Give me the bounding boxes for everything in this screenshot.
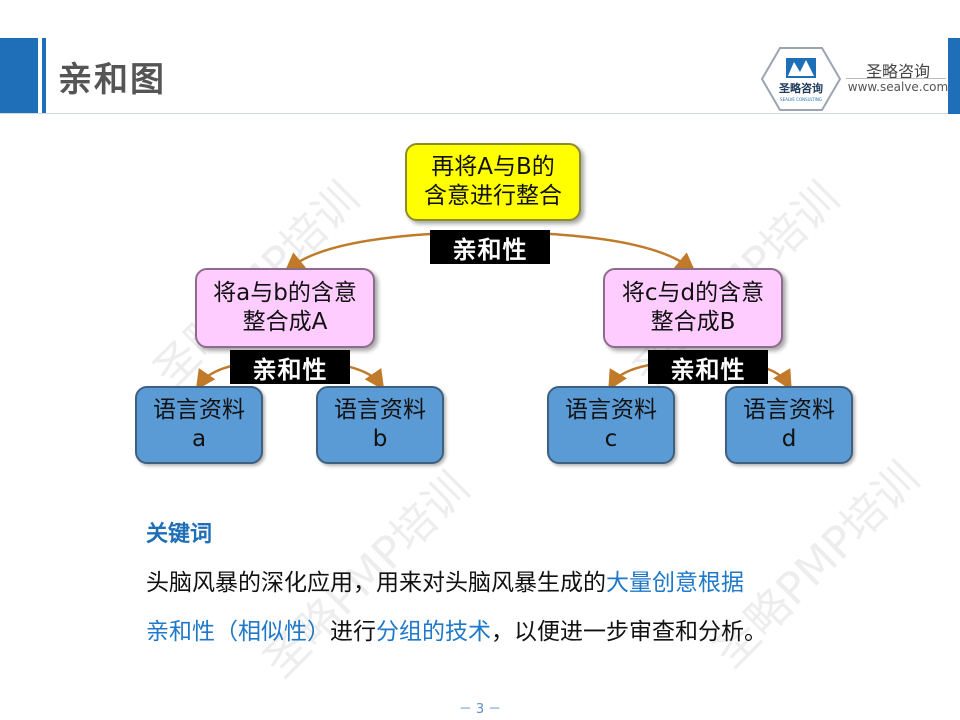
mid-node-a-line2: 整合成A <box>242 309 328 335</box>
mid-node-b-line2: 整合成B <box>650 309 736 335</box>
brand-name: 圣略咨询 <box>865 62 930 81</box>
leaf-node-c-line1: 语言资料 <box>565 397 657 424</box>
page-title: 亲和图 <box>58 60 166 100</box>
leaf-node-d: 语言资料 d <box>725 386 853 464</box>
mid-node-b: 将c与d的含意 整合成B <box>603 268 783 348</box>
header-accent-bar <box>0 38 38 114</box>
keyword-text-highlight: 大量创意根据 <box>606 570 744 596</box>
keyword-text-plain: 进行 <box>330 619 376 645</box>
keyword-text-plain: ，以便进一步审查和分析。 <box>491 619 767 645</box>
leaf-node-b-line1: 语言资料 <box>334 397 426 424</box>
leaf-node-d-line2: d <box>781 426 797 452</box>
header-right-bar <box>948 38 960 114</box>
keyword-text-highlight: 亲和性（相似性） <box>146 619 330 645</box>
leaf-node-a: 语言资料 a <box>135 386 263 464</box>
svg-text:SEALVE CONSULTING: SEALVE CONSULTING <box>780 97 822 102</box>
top-node-line2: 含意进行整合 <box>424 183 562 209</box>
mid-node-b-line1: 将c与d的含意 <box>621 280 765 307</box>
brand-url: www.sealve.com <box>847 80 949 94</box>
leaf-node-a-line1: 语言资料 <box>153 397 245 424</box>
mid-node-a: 将a与b的含意 整合成A <box>195 268 375 348</box>
keyword-text-plain: 头脑风暴的深化应用，用来对头脑风暴生成的 <box>146 570 606 596</box>
svg-text:圣略咨询: 圣略咨询 <box>778 81 823 95</box>
relation-label-top: 亲和性 <box>430 230 550 264</box>
brand-divider <box>846 78 946 79</box>
leaf-node-d-line1: 语言资料 <box>743 397 835 424</box>
relation-label-a: 亲和性 <box>230 350 350 384</box>
keyword-text-line2: 亲和性（相似性）进行分组的技术，以便进一步审查和分析。 <box>146 612 767 646</box>
leaf-node-b-line2: b <box>372 426 388 452</box>
keyword-text-line1: 头脑风暴的深化应用，用来对头脑风暴生成的大量创意根据 <box>146 563 744 597</box>
top-node-line1: 再将A与B的 <box>431 154 555 181</box>
header-divider <box>0 113 960 114</box>
keyword-heading: 关键词 <box>146 522 213 547</box>
top-node: 再将A与B的 含意进行整合 <box>405 143 581 221</box>
mid-node-a-line1: 将a与b的含意 <box>213 280 357 307</box>
company-logo: 圣略咨询 SEALVE CONSULTING <box>760 47 842 111</box>
leaf-node-b: 语言资料 b <box>316 386 444 464</box>
relation-label-b: 亲和性 <box>648 350 768 384</box>
page-number: － 3 － <box>458 702 502 717</box>
leaf-node-a-line2: a <box>191 426 207 452</box>
leaf-node-c-line2: c <box>604 426 618 452</box>
keyword-text-highlight: 分组的技术 <box>376 619 491 645</box>
leaf-node-c: 语言资料 c <box>547 386 675 464</box>
header-accent-stripe <box>42 38 46 114</box>
